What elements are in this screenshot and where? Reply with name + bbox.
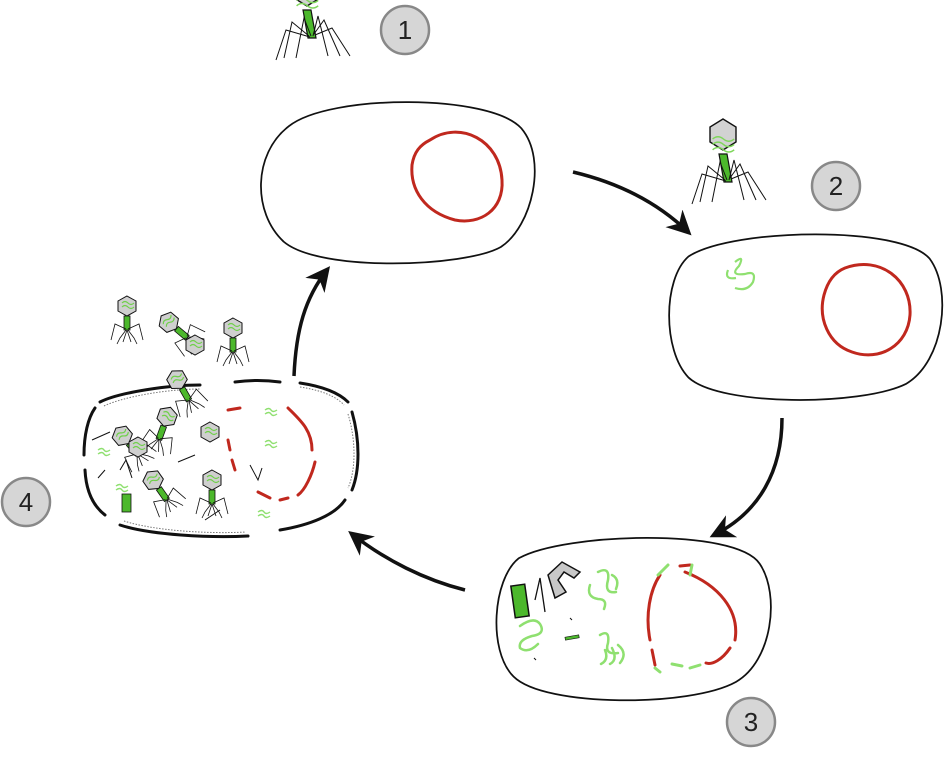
cell-4-broken-wall	[82, 379, 360, 539]
cell-1-host-dna	[410, 130, 504, 223]
new-head-component	[547, 561, 582, 600]
cell-3-phage-dna-copies	[518, 569, 625, 666]
free-phage-head	[200, 421, 220, 443]
phage-injecting-2	[691, 118, 767, 205]
free-phage-head	[128, 436, 148, 458]
step-badge-3-label: 3	[744, 707, 758, 737]
cell-stage-2	[668, 118, 944, 401]
arrow-3-to-4	[348, 530, 466, 592]
free-phage-head	[185, 334, 205, 356]
cell-2-host-dna	[820, 263, 912, 357]
released-phage	[216, 317, 250, 367]
released-phage	[195, 469, 229, 519]
step-badge-3: 3	[725, 696, 777, 748]
released-phage	[133, 462, 189, 522]
arrow-2-to-3	[709, 417, 784, 538]
step-badge-4-label: 4	[19, 487, 33, 517]
cell-stage-3	[495, 537, 772, 702]
cell-stage-1	[260, 0, 536, 265]
step-badge-2: 2	[810, 160, 862, 212]
arrow-1-to-2	[572, 170, 692, 236]
cell-stage-4-lysis	[82, 295, 360, 539]
injected-phage-dna	[725, 257, 756, 291]
arrow-4-to-1	[292, 266, 331, 377]
cycle-arrows	[292, 170, 784, 592]
cell-4-host-dna-fragments	[226, 406, 317, 502]
released-phage	[110, 295, 144, 345]
new-tail-component	[509, 583, 531, 619]
phage-attaching-1	[275, 0, 351, 61]
step-badge-1: 1	[379, 4, 431, 56]
step-badge-1-label: 1	[398, 15, 412, 45]
step-badge-4: 4	[0, 476, 52, 528]
cell-3-host-dna-fragments	[646, 563, 738, 667]
step-badge-2-label: 2	[829, 171, 843, 201]
